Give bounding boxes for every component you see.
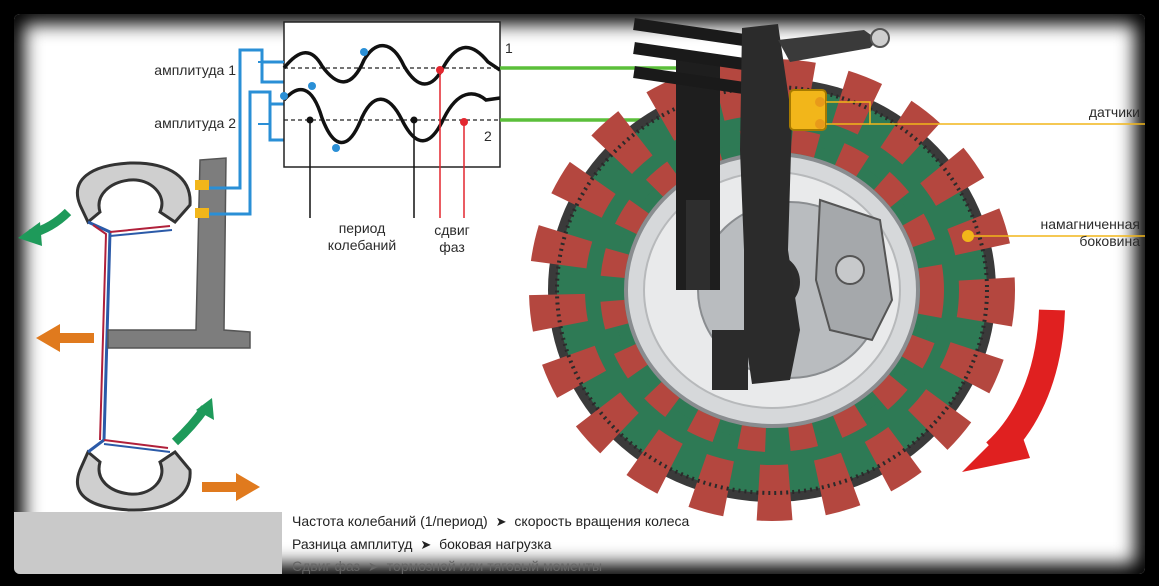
amp1-peak-dot	[360, 48, 368, 56]
steering-knuckle	[740, 24, 800, 384]
label-sensors: датчики	[1088, 104, 1140, 120]
caption-phase-right: тормозной или тяговый моменты	[386, 558, 603, 574]
label-sidewall: намагниченная боковина	[1010, 216, 1141, 250]
arrowhead-right-icon: ➤	[368, 559, 379, 574]
caliper-piston	[835, 255, 865, 285]
caption-amplitude-right: боковая нагрузка	[439, 536, 552, 552]
arrowhead-right-icon: ➤	[495, 514, 507, 529]
orange-arrow-right-shaft	[202, 482, 238, 492]
label-amplitude-2: амплитуда 2	[154, 115, 236, 131]
orange-arrow-right-head	[236, 473, 260, 501]
caption-amplitude: Разница амплитуд ➤ боковая нагрузка	[292, 535, 551, 554]
rim-spokes	[103, 225, 171, 449]
label-phase-line2: фаз	[439, 239, 465, 255]
label-phase: сдвиг фаз	[424, 222, 480, 256]
lower-mount	[712, 330, 748, 390]
wave-2	[282, 87, 501, 145]
sidewall-inner-red	[600, 128, 944, 452]
sensor-2-dot	[815, 119, 825, 129]
sensor-leader	[826, 101, 1145, 125]
label-trace-2: 2	[484, 128, 492, 144]
shock-rod	[686, 200, 710, 290]
orange-arrow-left-shaft	[58, 333, 94, 343]
label-amplitude-1: амплитуда 1	[154, 62, 236, 78]
green-arrow-top-head	[18, 222, 42, 246]
rim-left	[87, 220, 112, 454]
sensor-block-1	[195, 180, 209, 190]
label-sidewall-line2: боковина	[1079, 233, 1140, 249]
label-sidewall-line1: намагниченная	[1040, 216, 1141, 232]
amp2-trough-dot	[332, 144, 340, 152]
rim-left-red	[92, 224, 108, 441]
orange-arrow-left-head	[36, 324, 60, 352]
ball-joint	[870, 28, 890, 48]
sensor-1-dot	[815, 97, 825, 107]
ground	[14, 512, 282, 574]
oscilloscope	[258, 21, 501, 218]
label-period: период колебаний	[316, 220, 408, 254]
caption-frequency-left: Частота колебаний (1/период)	[292, 513, 488, 529]
sidewall-dot	[962, 230, 974, 242]
caption-phase: Сдвиг фаз ➤ тормозной или тяговый момент…	[292, 557, 602, 576]
tyre-cross-section	[14, 157, 282, 574]
wave-1	[282, 43, 501, 86]
label-period-line1: период	[338, 220, 386, 236]
rotation-arrow-head	[962, 418, 1030, 472]
green-arrow-bottom-shaft	[171, 405, 209, 446]
caption-frequency: Частота колебаний (1/период) ➤ скорость …	[292, 512, 689, 531]
caption-phase-left: Сдвиг фаз	[292, 558, 361, 574]
coil-spring	[633, 18, 745, 94]
label-trace-1: 1	[505, 40, 513, 56]
amp2-peak-dot	[280, 92, 288, 100]
caption-amplitude-left: Разница амплитуд	[292, 536, 413, 552]
control-arm	[778, 30, 878, 62]
sensor-block-2	[195, 208, 209, 218]
rim-spokes-blue	[103, 229, 173, 453]
green-arrow-bottom-head	[196, 398, 214, 420]
caption-frequency-right: скорость вращения колеса	[514, 513, 690, 529]
label-period-line2: колебаний	[327, 237, 397, 253]
label-phase-line1: сдвиг	[434, 222, 470, 238]
wheel-assembly	[529, 18, 1145, 521]
amp1-trough-dot	[308, 82, 316, 90]
lower-tyre	[76, 449, 192, 512]
arrowhead-right-icon: ➤	[420, 537, 432, 552]
upper-tyre	[76, 161, 192, 225]
